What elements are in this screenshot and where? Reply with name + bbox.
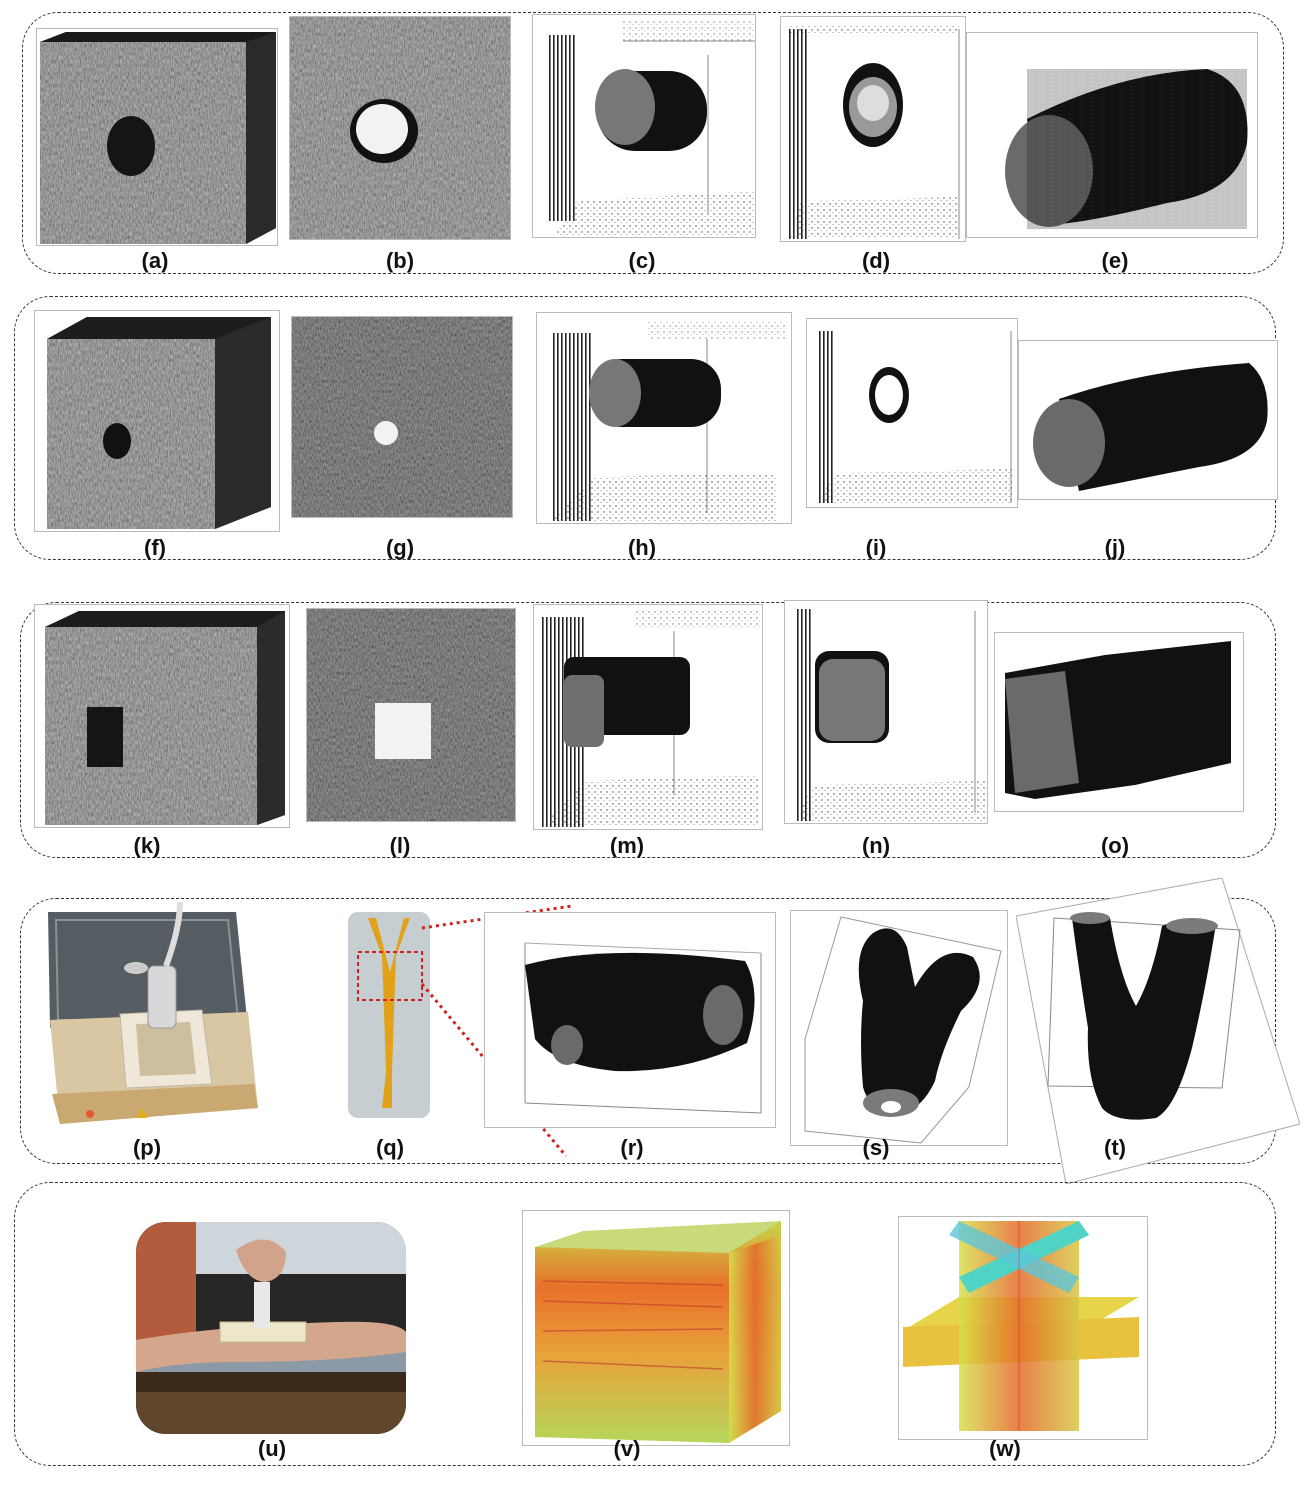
panel-t-image <box>1016 878 1300 1184</box>
panel-label-e: (e) <box>1101 248 1129 273</box>
panel-b-image <box>289 16 511 240</box>
panel-label-d: (d) <box>861 248 891 273</box>
panel-p-photo <box>40 898 260 1130</box>
panel-l-image <box>306 608 516 822</box>
panel-label-w: (w) <box>989 1436 1021 1461</box>
panel-label-r: (r) <box>620 1135 644 1160</box>
panel-label-s: (s) <box>862 1135 890 1160</box>
panel-label-i: (i) <box>865 535 887 560</box>
panel-label-j: (j) <box>1104 535 1126 560</box>
panel-r-image <box>484 912 776 1128</box>
panel-label-n: (n) <box>861 833 891 858</box>
panel-label-c: (c) <box>628 248 656 273</box>
panel-j-image <box>1018 340 1278 500</box>
figure-group-row-1 <box>22 12 1284 274</box>
panel-s-image <box>790 910 1008 1146</box>
panel-label-b: (b) <box>385 248 415 273</box>
figure-group-row-5 <box>14 1182 1276 1466</box>
panel-label-v: (v) <box>613 1436 641 1461</box>
figure-group-row-4 <box>20 898 1276 1164</box>
panel-label-m: (m) <box>609 833 645 858</box>
panel-c-image <box>532 14 756 238</box>
panel-label-t: (t) <box>1104 1135 1126 1160</box>
panel-e-image <box>966 32 1258 238</box>
panel-label-l: (l) <box>389 833 411 858</box>
panel-label-h: (h) <box>627 535 657 560</box>
panel-h-image <box>536 312 792 524</box>
panel-label-k: (k) <box>133 833 161 858</box>
panel-label-u: (u) <box>257 1436 287 1461</box>
panel-v-image <box>522 1210 790 1446</box>
panel-o-image <box>994 632 1244 812</box>
panel-f-image <box>34 310 280 532</box>
panel-a-image <box>36 28 278 246</box>
panel-i-image <box>806 318 1018 508</box>
panel-label-p: (p) <box>132 1135 162 1160</box>
panel-w-image <box>898 1216 1148 1440</box>
panel-m-image <box>533 604 763 830</box>
panel-k-image <box>34 604 290 828</box>
panel-n-image <box>784 600 988 824</box>
panel-label-q: (q) <box>375 1135 405 1160</box>
panel-label-f: (f) <box>144 535 166 560</box>
panel-label-o: (o) <box>1100 833 1130 858</box>
panel-label-a: (a) <box>141 248 169 273</box>
panel-q-photo <box>348 912 430 1118</box>
panel-d-image <box>780 16 966 242</box>
figure-group-row-3 <box>20 602 1276 858</box>
panel-g-image <box>291 316 513 518</box>
panel-u-photo <box>136 1222 406 1434</box>
panel-label-g: (g) <box>385 535 415 560</box>
